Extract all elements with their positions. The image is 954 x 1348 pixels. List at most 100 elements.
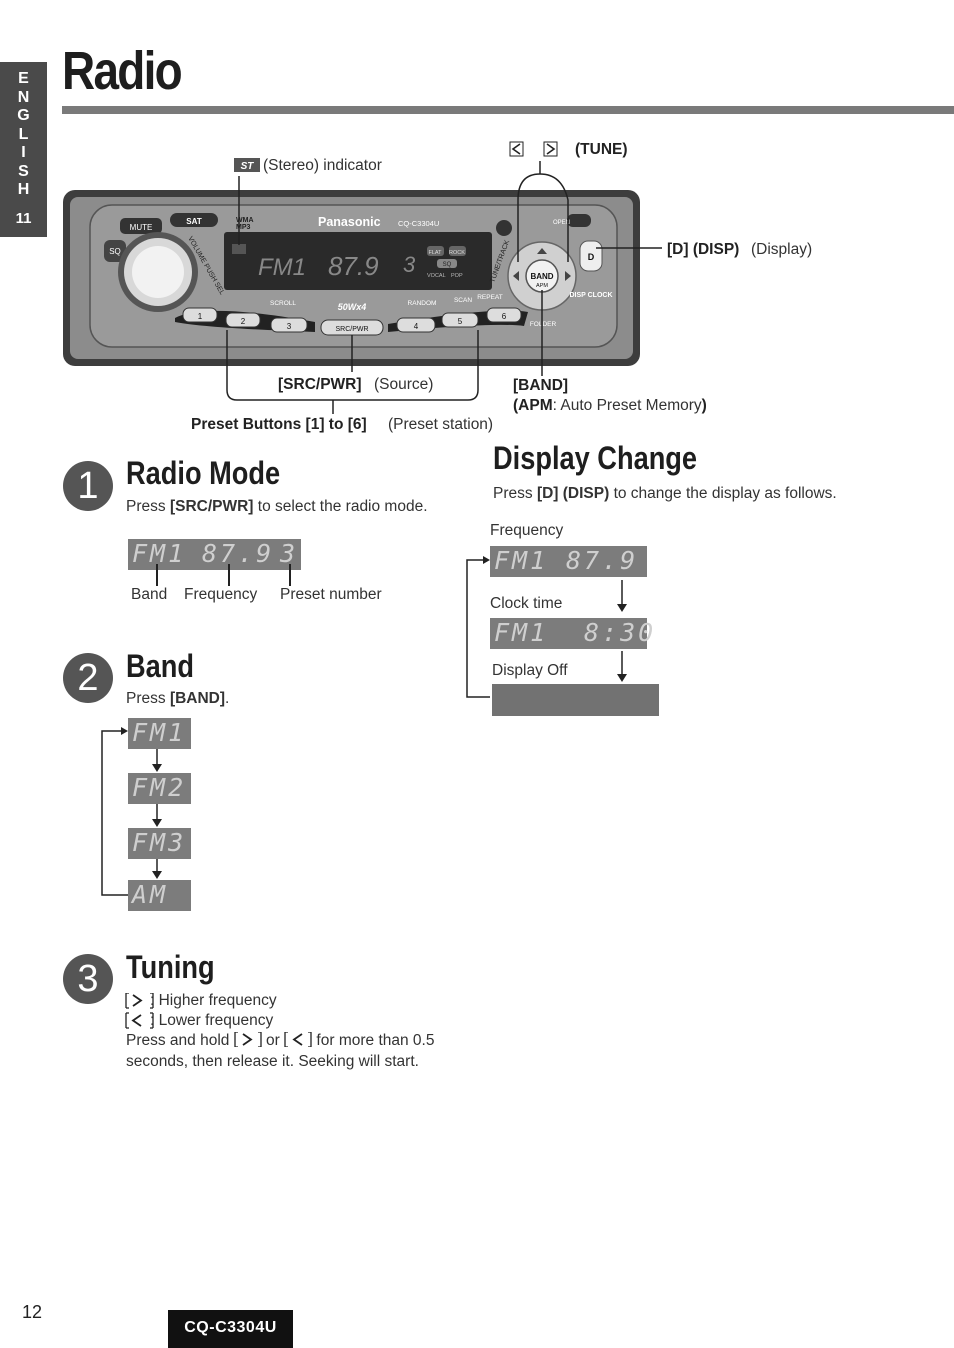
preset-bracket bbox=[226, 330, 479, 401]
sq-button[interactable] bbox=[104, 240, 126, 262]
lcd-preset-label: Preset number bbox=[280, 586, 382, 603]
preset-button-5-label: 5 bbox=[458, 317, 463, 326]
lcd-frequency-label: Frequency bbox=[184, 586, 258, 603]
tune-right-key-icon bbox=[546, 143, 556, 155]
preset-button-1[interactable] bbox=[182, 307, 218, 323]
flat-badge bbox=[427, 246, 444, 256]
preset-button-6[interactable] bbox=[486, 307, 522, 323]
preset-callout-line bbox=[289, 564, 291, 586]
preset-button-3-label: 3 bbox=[287, 322, 292, 331]
tune-right-icon bbox=[132, 994, 143, 1007]
tuning-title: Tuning bbox=[126, 949, 215, 985]
down-arrow-icon bbox=[152, 819, 162, 827]
device-lcd-freq: 87.9 bbox=[328, 251, 379, 281]
stereo-badge-text: ST bbox=[241, 161, 255, 172]
preset-button-3[interactable] bbox=[270, 317, 308, 333]
rock-label: ROCK bbox=[449, 250, 465, 256]
radio-mode-title: Radio Mode bbox=[126, 455, 281, 491]
flat-label: FLAT bbox=[428, 250, 442, 256]
language-letters: E N G L I S H bbox=[17, 70, 30, 198]
page-title: Radio bbox=[62, 41, 183, 101]
mp3-label: MP3 bbox=[236, 224, 251, 231]
sq-label: SQ bbox=[109, 247, 121, 256]
wma-label: WMA bbox=[236, 217, 254, 224]
repeat-label: REPEAT bbox=[477, 294, 503, 301]
src-key-label: [SRC/PWR] bbox=[278, 376, 362, 393]
down-arrow-icon bbox=[152, 871, 162, 879]
preset-button-6-label: 6 bbox=[502, 312, 507, 321]
page-number: 12 bbox=[22, 1302, 43, 1322]
device-lcd-st bbox=[232, 244, 246, 254]
display-off-lcd bbox=[492, 684, 659, 716]
preset-desc-label: (Preset station) bbox=[388, 416, 493, 433]
src-pwr-button-label: SRC/PWR bbox=[335, 326, 368, 333]
device-lcd-preset: 3 bbox=[403, 252, 416, 277]
apm-button-label: APM bbox=[536, 283, 548, 289]
disp-button-label: D bbox=[588, 252, 595, 262]
display-clock-lcd: FM1 8:30 bbox=[490, 618, 653, 649]
tune-right-icon bbox=[565, 271, 571, 281]
preset-button-5[interactable] bbox=[441, 312, 479, 328]
mute-label: MUTE bbox=[130, 223, 153, 232]
band-step-fm1: FM1 bbox=[128, 718, 191, 749]
band-loop-arrow-icon bbox=[121, 727, 128, 735]
display-off-label: Display Off bbox=[492, 662, 568, 679]
stereo-badge bbox=[234, 158, 260, 172]
open-button[interactable] bbox=[567, 214, 591, 227]
folder-label: FOLDER bbox=[530, 321, 557, 328]
random-label: RANDOM bbox=[408, 300, 437, 307]
rock-badge bbox=[449, 246, 466, 256]
display-loop-line bbox=[466, 559, 490, 698]
disp-key-label: [D] (DISP) bbox=[667, 241, 739, 258]
tune-left-key-frame bbox=[509, 141, 524, 157]
pop-label: POP bbox=[451, 273, 463, 279]
disp-clock-label: DISP CLOCK bbox=[569, 292, 612, 299]
scroll-label: SCROLL bbox=[270, 300, 296, 307]
stereo-label: (Stereo) indicator bbox=[263, 157, 382, 174]
bracket-icon bbox=[150, 993, 154, 1009]
brand-label: Panasonic bbox=[318, 215, 381, 229]
tuning-lower: : Lower frequency bbox=[150, 1012, 274, 1029]
model-badge: CQ-C3304U bbox=[168, 1310, 293, 1348]
apm-label: (APM: Auto Preset Memory) bbox=[513, 397, 707, 414]
title-rule bbox=[62, 106, 954, 114]
sq-mode-label: SQ bbox=[443, 262, 452, 268]
preset-key-label: Preset Buttons [1] to [6] bbox=[191, 416, 367, 433]
cd-eject-dot bbox=[496, 220, 512, 236]
volume-knob-center bbox=[132, 246, 184, 298]
preset-button-4[interactable] bbox=[396, 317, 436, 333]
tuning-higher: : Higher frequency bbox=[150, 992, 277, 1009]
up-arrow-icon bbox=[537, 248, 547, 254]
radio-mode-instruction: Press [SRC/PWR] to select the radio mode… bbox=[126, 498, 428, 515]
display-frequency-label: Frequency bbox=[490, 522, 564, 539]
tuning-key-icons bbox=[125, 993, 154, 1029]
tuning-hold-line: Press and hold or for more than 0.5 bbox=[126, 1031, 435, 1049]
device-lcd bbox=[224, 232, 492, 290]
band-title: Band bbox=[126, 648, 194, 684]
lcd-band-label: Band bbox=[131, 586, 168, 603]
sat-badge bbox=[170, 213, 218, 227]
radio-mode-lcd-band: FM1 bbox=[132, 539, 187, 568]
tune-right-key-frame bbox=[543, 141, 558, 157]
preset-button-2-label: 2 bbox=[241, 317, 246, 326]
mute-button[interactable] bbox=[120, 218, 162, 234]
preset-button-2[interactable] bbox=[225, 312, 261, 328]
down-arrow-icon bbox=[617, 674, 627, 682]
tune-left-key-icon bbox=[511, 143, 521, 155]
band-instruction: Press [BAND]. bbox=[126, 690, 230, 707]
display-change-instruction: Press [D] (DISP) to change the display a… bbox=[493, 485, 837, 502]
band-step-fm2: FM2 bbox=[128, 773, 191, 804]
bracket-icon bbox=[125, 993, 129, 1009]
scan-label: SCAN bbox=[454, 297, 472, 304]
band-step-am: AM bbox=[128, 880, 191, 911]
band-key-label: [BAND] bbox=[513, 377, 568, 394]
radio-mode-lcd: FM1 87.9 3 bbox=[128, 539, 301, 570]
preset-button-1-label: 1 bbox=[198, 312, 203, 321]
device-lcd-band: FM1 bbox=[258, 254, 306, 281]
display-loop-arrow-icon bbox=[483, 556, 490, 564]
bracket-icon bbox=[150, 1012, 154, 1029]
section-number-2: 2 bbox=[63, 653, 113, 703]
sq-mode-badge bbox=[437, 259, 457, 268]
vocal-label: VOCAL bbox=[427, 273, 446, 279]
down-arrow-icon bbox=[152, 764, 162, 772]
